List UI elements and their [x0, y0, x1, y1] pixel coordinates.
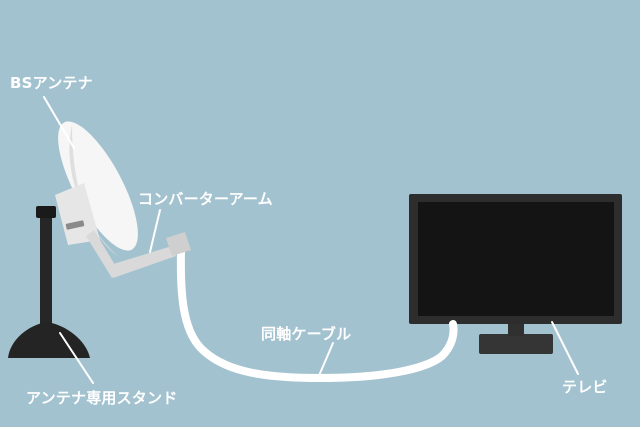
arm-boom	[107, 246, 176, 278]
tv-screen	[418, 202, 614, 316]
dish-reflector	[58, 121, 138, 251]
leader-tv	[551, 321, 579, 375]
dish-mount	[55, 183, 100, 245]
label-converter-arm: コンバーターアーム	[138, 190, 273, 208]
converter-arm	[86, 230, 191, 278]
leader-converter-arm	[149, 209, 161, 253]
stand-pole	[40, 212, 52, 340]
leader-coax-cable	[317, 342, 334, 379]
label-tv: テレビ	[562, 378, 608, 396]
bs-antenna-dish	[55, 121, 138, 256]
tv-stand-base	[479, 334, 553, 354]
stand-base	[8, 322, 90, 358]
stand-collar	[36, 206, 56, 218]
leader-antenna-stand	[59, 332, 94, 384]
label-bs-antenna: BSアンテナ	[10, 74, 93, 92]
leader-lines	[43, 96, 579, 384]
coax-cable	[176, 248, 458, 383]
label-antenna-stand: アンテナ専用スタンド	[26, 389, 178, 407]
dish-mount-slot	[65, 220, 85, 230]
converter-head	[166, 232, 191, 256]
label-coax-cable: 同軸ケーブル	[261, 325, 352, 343]
tv	[409, 194, 622, 354]
leader-bs-antenna	[43, 96, 75, 149]
